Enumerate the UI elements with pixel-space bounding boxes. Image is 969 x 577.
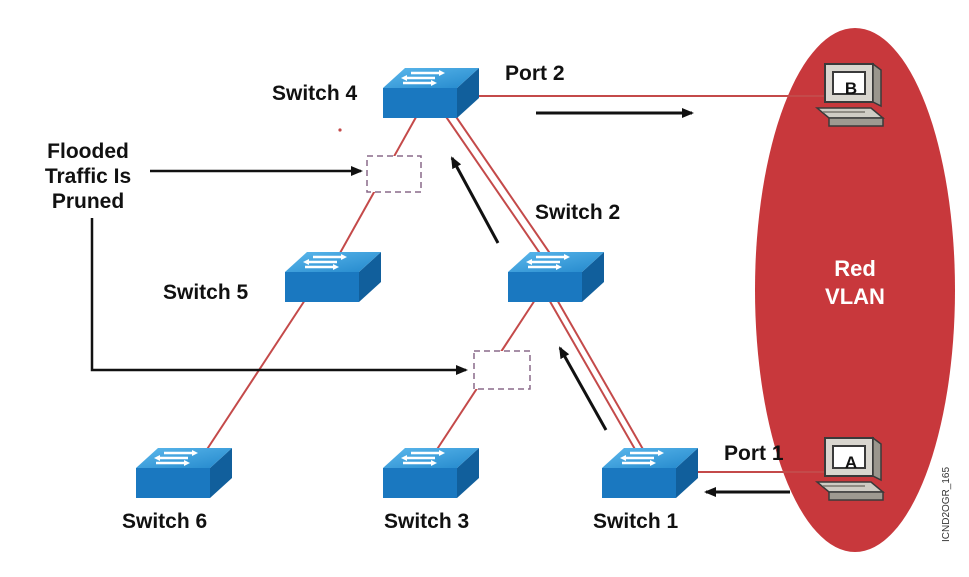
pruned-box-upper xyxy=(366,155,422,193)
switch-5-icon xyxy=(285,250,381,302)
dot-marker xyxy=(338,128,342,132)
pruned-box-lower xyxy=(473,350,531,390)
vlan-label: Red VLAN xyxy=(805,255,905,311)
switch-6-icon xyxy=(136,446,232,498)
red-vlan-ellipse xyxy=(755,28,955,552)
port-1-label: Port 1 xyxy=(724,442,784,465)
switch-2-icon xyxy=(508,250,604,302)
arrow-s1-to-s2 xyxy=(558,346,608,431)
switch-4-icon xyxy=(383,66,479,118)
figure-id: ICND2OGR_165 xyxy=(941,466,952,542)
link-s2-s1-b xyxy=(555,297,649,459)
link-s4-s2-a xyxy=(439,107,551,269)
traffic-arrows xyxy=(450,108,790,497)
switch-4-label: Switch 4 xyxy=(272,82,358,105)
vlan-label-line1: Red xyxy=(834,256,876,281)
switch-5-label: Switch 5 xyxy=(163,281,249,304)
link-s5-s6 xyxy=(199,299,306,461)
pruned-note: Flooded Traffic Is Pruned xyxy=(24,139,152,214)
port-2-label: Port 2 xyxy=(505,62,565,85)
switch-3-label: Switch 3 xyxy=(384,510,470,533)
switch-6-label: Switch 6 xyxy=(122,510,208,533)
vlan-label-line2: VLAN xyxy=(825,284,885,309)
link-s4-s2-b xyxy=(449,107,561,269)
pruned-note-line1: Flooded xyxy=(47,140,129,163)
pointer-lower xyxy=(90,218,468,375)
switch-2-label: Switch 2 xyxy=(535,201,621,224)
host-a-letter: A xyxy=(845,453,857,472)
arrow-s2-to-s4 xyxy=(450,156,500,244)
link-s2-s1-a xyxy=(547,297,641,459)
host-b-letter: B xyxy=(845,79,857,98)
pruned-pointers xyxy=(90,166,468,375)
switch-1-icon xyxy=(602,446,698,498)
pruned-note-line2: Traffic Is xyxy=(44,165,132,188)
pruned-note-line3: Pruned xyxy=(51,190,125,213)
switch-3-icon xyxy=(383,446,479,498)
switch-1-label: Switch 1 xyxy=(593,510,679,533)
